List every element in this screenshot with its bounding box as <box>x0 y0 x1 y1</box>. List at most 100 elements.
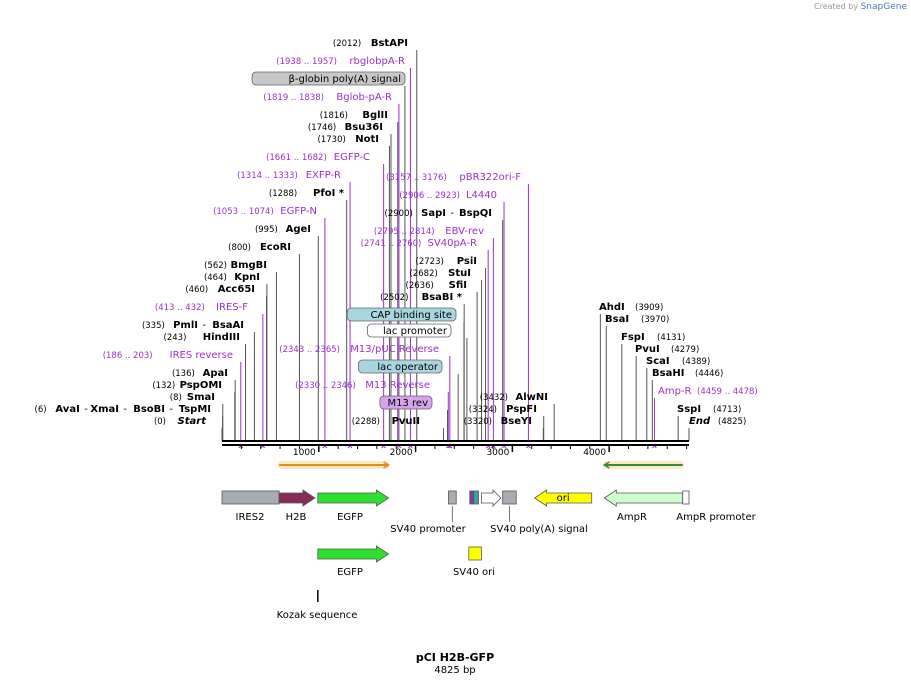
label-SspI[interactable]: SspI(4713) <box>677 404 741 415</box>
label-IRES-F[interactable]: IRES-F(413 .. 432) <box>155 302 248 313</box>
primer-mark-EXFP-R <box>347 445 353 449</box>
label-M13-pUC-Reverse[interactable]: M13/pUC Reverse(2343 .. 2365) <box>279 344 439 355</box>
label-lac-promoter[interactable]: lac promoter <box>366 323 452 338</box>
label-PvuII[interactable]: PvuII(2288) <box>352 416 420 427</box>
label-BglII[interactable]: BglII(1816) <box>320 110 388 121</box>
feature-EGFP[interactable] <box>317 489 390 507</box>
feature-SV40-polyA[interactable] <box>502 490 517 505</box>
feature-f-small-purple[interactable] <box>469 490 475 505</box>
label-ApaI[interactable]: ApaI(136) <box>172 368 228 379</box>
feature-AmpR[interactable] <box>603 489 684 507</box>
label-name-AgeI: AgeI <box>286 224 311 235</box>
feature-SV40-ori[interactable] <box>468 546 482 561</box>
label-EGFP-N[interactable]: EGFP-N(1053 .. 1074) <box>213 206 317 217</box>
feature-H2B[interactable] <box>278 489 316 507</box>
label-BsaBI[interactable]: BsaBI *(2502) <box>380 292 463 303</box>
feature-label-H2B: H2B <box>286 512 307 523</box>
label-StuI[interactable]: StuI(2682) <box>410 268 471 279</box>
label-HindIII[interactable]: HindIII(243) <box>164 332 240 343</box>
label-ScaI[interactable]: ScaI(4389) <box>646 356 710 367</box>
label-pos-PspOMI: (132) <box>152 381 175 391</box>
label-L4440[interactable]: L4440(2906 .. 2923) <box>399 190 497 201</box>
feature-IRES2[interactable] <box>221 490 280 505</box>
label-M13-Reverse[interactable]: M13 Reverse(2330 .. 2346) <box>295 380 430 391</box>
orf-arrowhead <box>383 461 390 469</box>
feature-SV40-promoter[interactable] <box>448 490 457 505</box>
label-Bglob-pA-R[interactable]: Bglob-pA-R(1819 .. 1838) <box>263 92 392 103</box>
label-EGFP-C[interactable]: EGFP-C(1661 .. 1682) <box>266 152 370 163</box>
label-NotI[interactable]: NotI(1730) <box>318 134 379 145</box>
label-AhdI[interactable]: AhdI(3909) <box>599 302 663 313</box>
label-pos-AlwNI: (3432) <box>480 393 508 403</box>
label-End[interactable]: End(4825) <box>689 416 746 427</box>
label-PmlI[interactable]: BsaAI-PmlI(335) <box>142 320 244 331</box>
label-name-PspFI: PspFI <box>506 404 537 415</box>
label-PsiI[interactable]: PsiI(2723) <box>416 256 477 267</box>
label-BseYI[interactable]: BseYI(3320) <box>464 416 532 427</box>
label-pos-AgeI: (995) <box>255 225 278 235</box>
label-pos-SfiI: (2636) <box>406 281 434 291</box>
label-PspOMI[interactable]: PspOMI(132) <box>152 380 222 391</box>
label-name-End: End <box>689 416 711 427</box>
feature-label-SV40-promoter: SV40 promoter <box>390 524 466 535</box>
label-AlwNI[interactable]: AlwNI(3432) <box>480 392 548 403</box>
label-BsaI[interactable]: BsaI (3970) <box>605 314 669 325</box>
label-pos-EXFP-R: (1314 .. 1333) <box>237 171 298 181</box>
label-pos-SspI: (4713) <box>713 405 741 415</box>
label-FspI[interactable]: FspI(4131) <box>621 332 685 343</box>
site-labels: BstAPI(2012) rbglobpA-R(1938 .. 1957) β-gl… <box>35 38 758 427</box>
label-M13-rev[interactable]: M13 rev <box>379 395 433 410</box>
label-SapI[interactable]: BspQI-SapI(2900) <box>385 208 492 219</box>
label-SfiI[interactable]: SfiI (2636) <box>406 280 467 291</box>
label-name-SfiI: SfiI <box>449 280 467 291</box>
credit-brand: SnapGene <box>860 2 907 12</box>
label-AgeI[interactable]: AgeI (995) <box>255 224 311 235</box>
label-name-BsaI: BsaI <box>605 314 629 325</box>
label-pBR322ori-F[interactable]: pBR322ori-F(3157 .. 3176) <box>386 172 521 183</box>
primer-mark-EGFP-N <box>322 445 328 449</box>
label-pos-ScaI: (4389) <box>682 357 710 367</box>
label-PfoI[interactable]: PfoI *(1288) <box>269 188 345 199</box>
label-AvaI[interactable]: TspMI-BsoBI-XmaI-AvaI(6) <box>35 404 211 415</box>
label-name-EXFP-R: EXFP-R <box>306 170 341 181</box>
label-name-ApaI: ApaI <box>203 368 228 379</box>
label-SV40pA-R[interactable]: SV40pA-R(2741 .. 2760) <box>361 238 477 249</box>
label-BmgBI[interactable]: BmgBI(562) <box>204 260 267 271</box>
label-name-PsiI: PsiI <box>457 256 477 267</box>
feature-EGFP-2[interactable] <box>317 545 390 563</box>
label-name-Bsu36I: Bsu36I <box>345 122 383 133</box>
label-KpnI[interactable]: KpnI(464) <box>204 272 260 283</box>
label-bglobin-polyA[interactable]: β-globin poly(A) signal <box>251 71 406 86</box>
label-BsaHI[interactable]: BsaHI(4446) <box>652 368 723 379</box>
label-pos-FspI: (4131) <box>657 333 685 343</box>
label-lac-operator[interactable]: lac operator <box>357 359 443 374</box>
primer-mark-IRES-F <box>260 445 266 449</box>
label-name-IRES-reverse: IRES reverse <box>170 350 233 361</box>
label-pos-L4440: (2906 .. 2923) <box>399 191 460 201</box>
label-pos-BsaI: (3970) <box>641 315 669 325</box>
label-rbglobpA-R[interactable]: rbglobpA-R(1938 .. 1957) <box>276 56 405 67</box>
feature-f-white-arrow[interactable] <box>480 489 502 507</box>
label-PvuI[interactable]: PvuI(4279) <box>635 344 699 355</box>
label-Bsu36I[interactable]: Bsu36I(1746) <box>308 122 383 133</box>
label-SmaI[interactable]: SmaI(8) <box>170 392 215 403</box>
label-name-rbglobpA-R: rbglobpA-R <box>349 56 405 67</box>
feature-f-small-teal[interactable] <box>473 490 479 505</box>
label-pos-Amp-R: (4459 .. 4478) <box>697 387 758 397</box>
label-CAP-binding-site[interactable]: CAP binding site <box>346 307 457 322</box>
label-box-lac-promoter <box>366 323 452 338</box>
label-IRES-reverse[interactable]: IRES reverse(186 .. 203) <box>103 350 233 361</box>
label-name-BstAPI: BstAPI <box>371 38 408 49</box>
label-Start[interactable]: Start(0) <box>154 416 207 427</box>
label-EXFP-R[interactable]: EXFP-R (1314 .. 1333) <box>237 170 341 181</box>
label-PspFI[interactable]: PspFI(3324) <box>469 404 537 415</box>
feature-ori[interactable] <box>533 489 593 507</box>
feature-AmpR-promoter[interactable] <box>682 490 690 505</box>
label-Amp-R[interactable]: Amp-R(4459 .. 4478) <box>658 386 758 397</box>
label-BstAPI[interactable]: BstAPI(2012) <box>333 38 408 49</box>
label-box-bglobin-polyA <box>251 71 406 86</box>
label-EBV-rev[interactable]: EBV-rev(2795 .. 2814) <box>374 226 484 237</box>
label-EcoRI[interactable]: EcoRI(800) <box>228 242 291 253</box>
label-Acc65I[interactable]: Acc65I(460) <box>185 284 255 295</box>
feature-label-ori: ori <box>557 493 570 504</box>
